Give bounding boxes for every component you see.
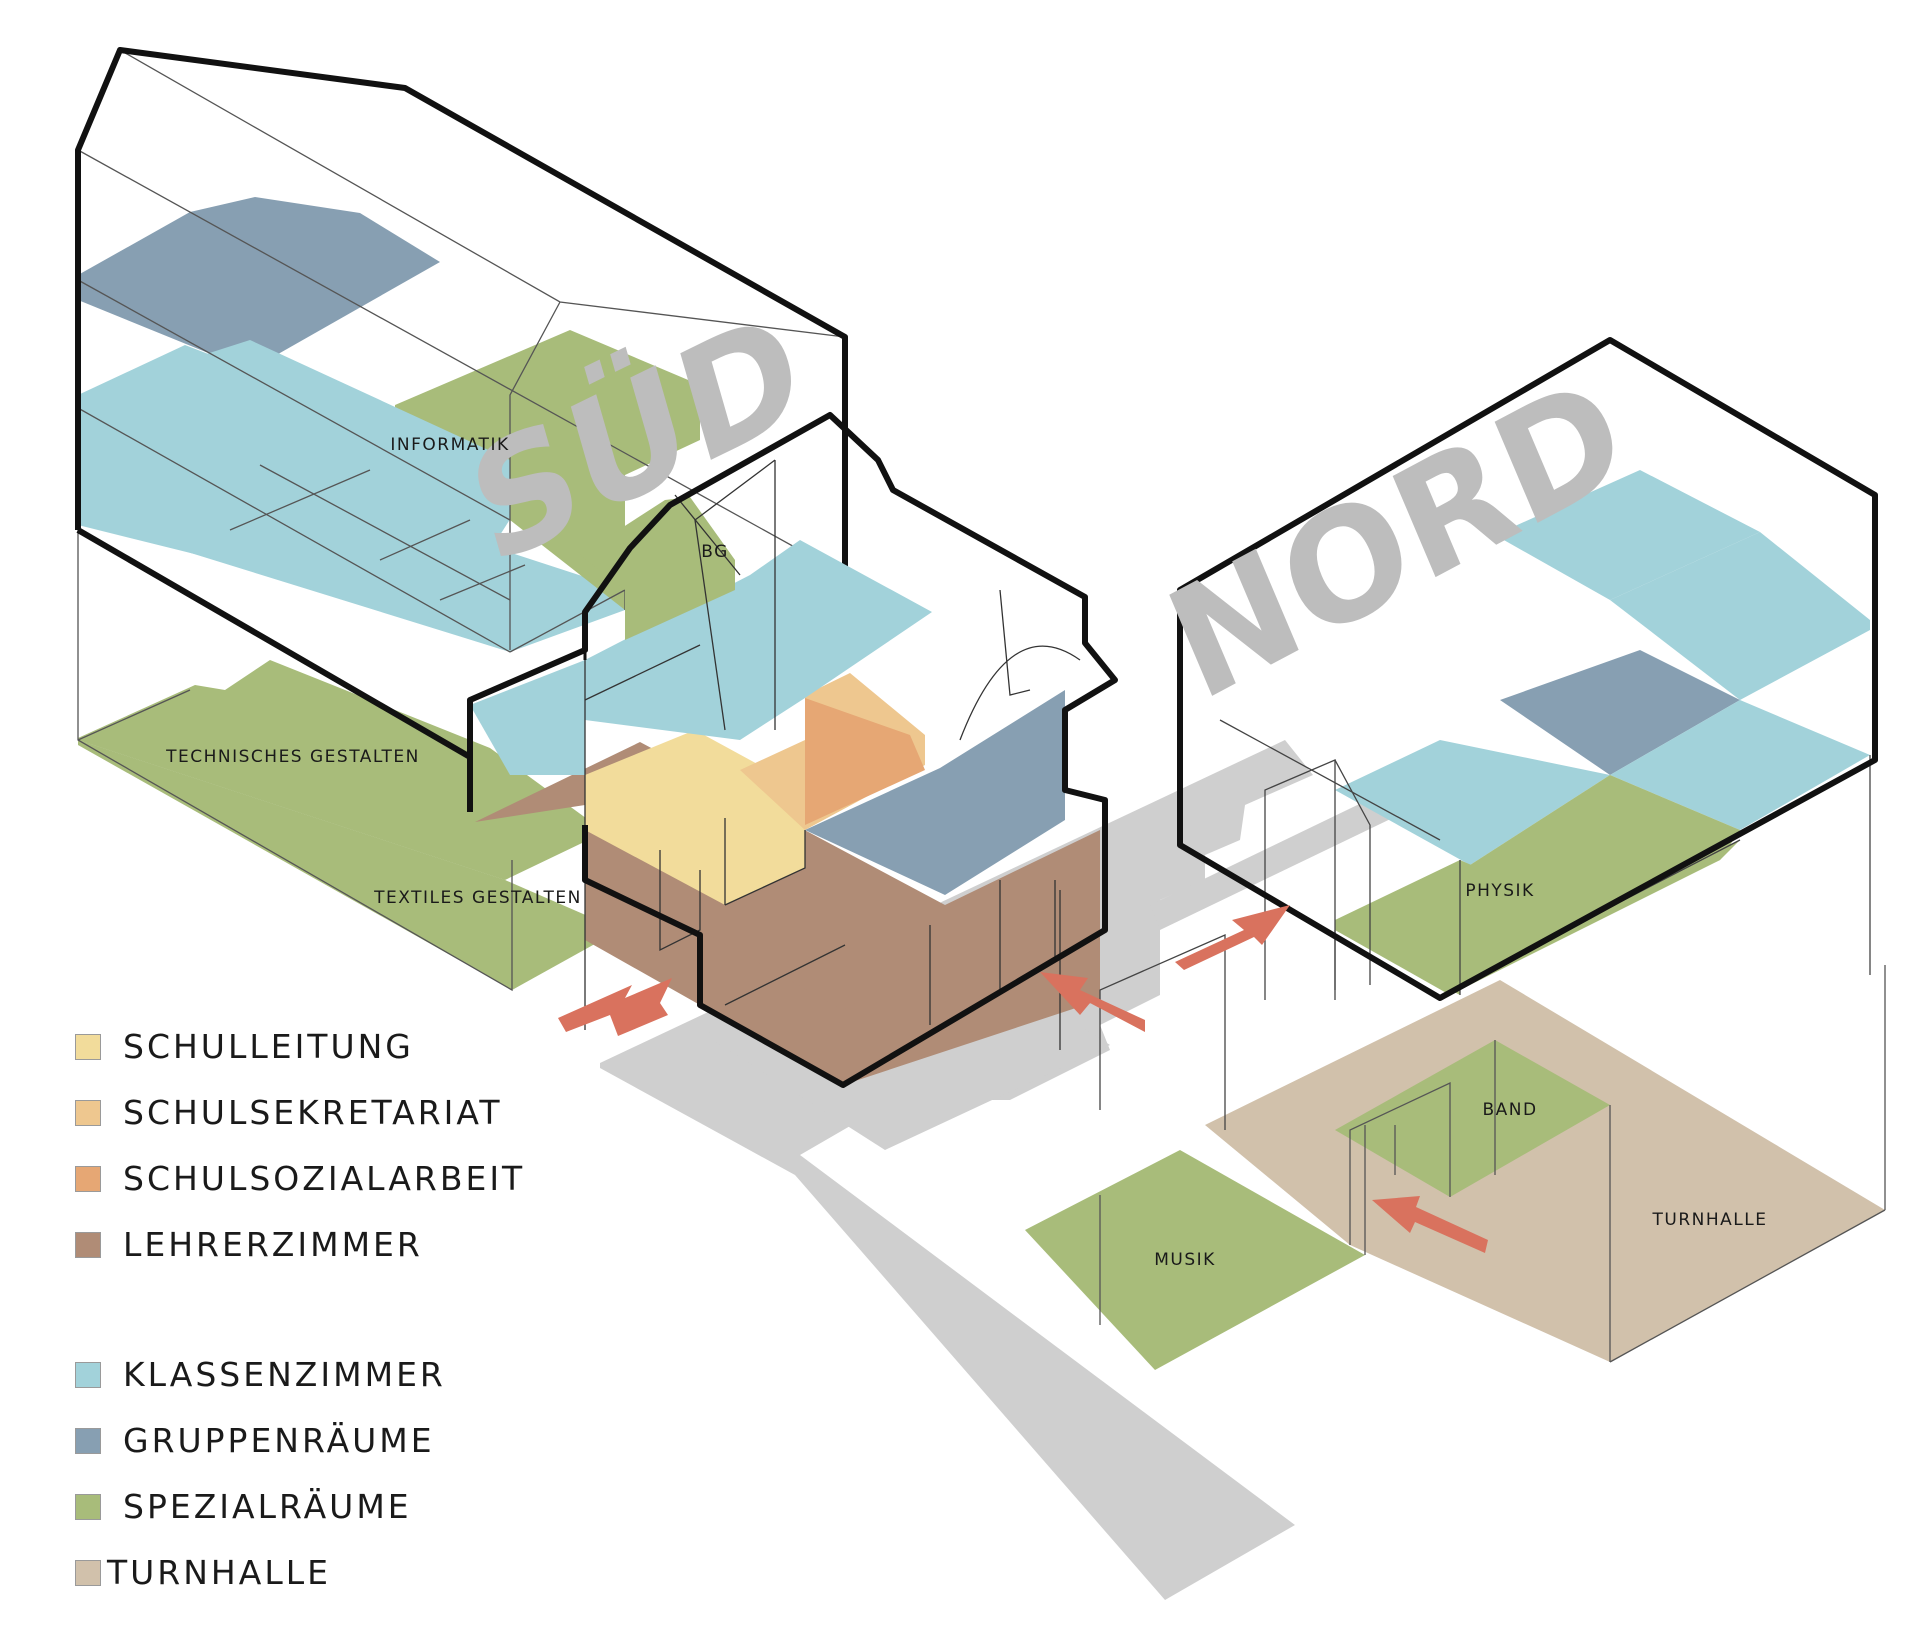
- legend-label: GRUPPENRÄUME: [123, 1421, 435, 1460]
- legend-swatch-icon: [75, 1231, 101, 1258]
- middle-building: [467, 412, 1118, 1088]
- musik-room: [1025, 1150, 1365, 1370]
- label-musik: MUSIK: [1154, 1250, 1216, 1270]
- sued-floor-3-gruppenraeume: [78, 197, 440, 370]
- nord-building: [1099, 337, 1878, 1130]
- label-technisches-gestalten: TECHNISCHES GESTALTEN: [165, 747, 420, 767]
- legend-item: SPEZIALRÄUME: [75, 1490, 412, 1523]
- turnhalle-wireframe: [1099, 965, 1886, 1363]
- entrance-arrows: [558, 905, 1488, 1253]
- sued-outline-bottom: [76, 527, 472, 760]
- legend-label: SPEZIALRÄUME: [123, 1487, 412, 1526]
- legend-label: SCHULLEITUNG: [123, 1027, 414, 1066]
- path-corridor-nord: [1150, 770, 1430, 930]
- legend-swatch-icon: [75, 1033, 101, 1060]
- legend-item: LEHRERZIMMER: [75, 1228, 423, 1261]
- legend-swatch-icon: [75, 1165, 101, 1192]
- entrance-arrow-turnhalle: [1372, 1196, 1488, 1253]
- label-bg: BG: [701, 542, 729, 562]
- physik-room-2: [1460, 775, 1740, 990]
- schulsozialarbeit-room: [805, 698, 925, 825]
- lehrerzimmer-room-2: [700, 930, 925, 1085]
- turnhalle-floor: [1205, 980, 1885, 1362]
- klassenzimmer-middle: [585, 540, 932, 740]
- legend-label: SCHULSOZIALARBEIT: [123, 1159, 526, 1198]
- legend-swatch-icon: [75, 1361, 101, 1388]
- legend-swatch-icon: [75, 1559, 101, 1586]
- path-main: [600, 740, 1313, 1600]
- nord-floor-2-klassenzimmer: [1495, 470, 1760, 600]
- sued-floor-1-klassenzimmer-2: [78, 340, 510, 515]
- legend-label: SCHULSEKRETARIAT: [123, 1093, 503, 1132]
- sued-ground-floor: [78, 740, 620, 990]
- legend-item: SCHULSEKRETARIAT: [75, 1096, 503, 1129]
- legend-item: TURNHALLE: [75, 1556, 331, 1589]
- label-informatik: INFORMATIK: [390, 435, 509, 455]
- room-labels: INFORMATIK BG TECHNISCHES GESTALTEN TEXT…: [165, 435, 1768, 1270]
- gruppenraum-middle: [805, 690, 1065, 895]
- nord-floor-1-klassenzimmer: [1335, 740, 1610, 865]
- entrance-arrow-nord: [1175, 905, 1290, 970]
- legend-label: TURNHALLE: [107, 1553, 331, 1592]
- legend-swatch-icon: [75, 1099, 101, 1126]
- nord-ground-band: [1335, 865, 1460, 995]
- nord-floor-1-gruppenraeume: [1500, 650, 1740, 775]
- nord-floor-2-klassenzimmer-2: [1610, 532, 1870, 700]
- label-physik: PHYSIK: [1465, 881, 1534, 901]
- nord-outline: [1177, 337, 1878, 1001]
- band-room: [1335, 1040, 1610, 1197]
- legend-item: KLASSENZIMMER: [75, 1358, 446, 1391]
- middle-outline: [467, 412, 1118, 1088]
- legend-item: SCHULSOZIALARBEIT: [75, 1162, 525, 1195]
- label-textiles-gestalten: TEXTILES GESTALTEN: [373, 888, 582, 908]
- technisches-gestalten-room: [78, 660, 605, 880]
- label-turnhalle: TURNHALLE: [1652, 1210, 1768, 1230]
- entrance-arrow-middle: [1040, 972, 1145, 1032]
- legend-label: KLASSENZIMMER: [123, 1355, 446, 1394]
- legend-item: GRUPPENRÄUME: [75, 1424, 435, 1457]
- sued-outline: [75, 47, 848, 575]
- nord-floor-1-klassenzimmer-2: [1610, 700, 1870, 830]
- klassenzimmer-middle-left: [470, 660, 585, 775]
- sued-building: [75, 47, 848, 992]
- legend-swatch-icon: [75, 1493, 101, 1520]
- legend-label: LEHRERZIMMER: [123, 1225, 423, 1264]
- entrance-arrow-sued: [558, 978, 672, 1036]
- label-band: BAND: [1482, 1100, 1537, 1120]
- legend-swatch-icon: [75, 1427, 101, 1454]
- legend-item: SCHULLEITUNG: [75, 1030, 414, 1063]
- turnhalle-block: [1025, 965, 1886, 1370]
